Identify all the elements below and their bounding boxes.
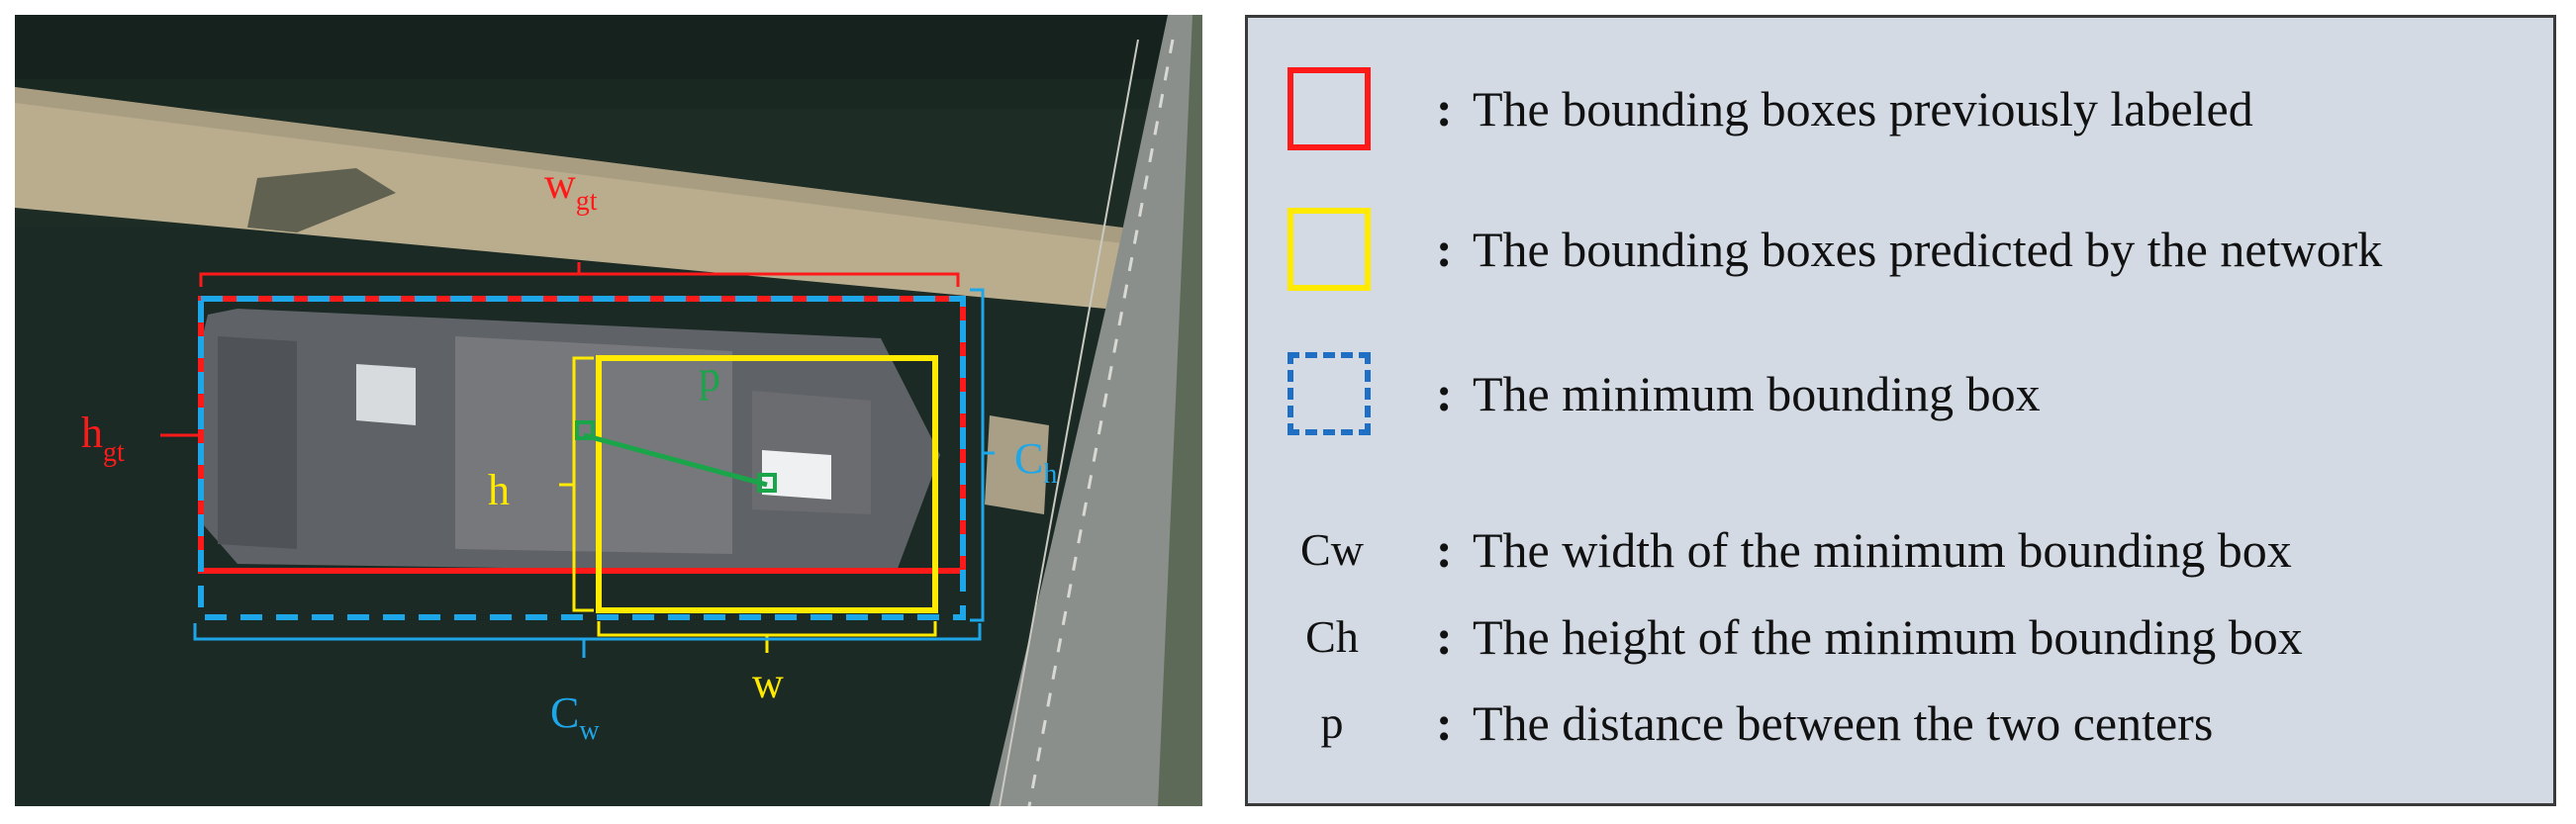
legend-row-ground-truth: : The bounding boxes previously labeled bbox=[1248, 61, 2553, 156]
legend-description: The distance between the two centers bbox=[1473, 695, 2214, 751]
separator: : bbox=[1436, 609, 1453, 665]
predicted-box bbox=[596, 355, 938, 613]
shore-road bbox=[990, 15, 1202, 806]
legend-row-cw: Cw : The width of the minimum bounding b… bbox=[1248, 512, 2553, 607]
minimum-bounding-box bbox=[198, 296, 966, 620]
cw-bracket bbox=[193, 623, 982, 658]
ch-label: Ch bbox=[1014, 434, 1057, 490]
yellow-box-swatch bbox=[1288, 208, 1371, 291]
cw-label: Cw bbox=[550, 688, 600, 746]
legend-description: The bounding boxes previously labeled bbox=[1473, 81, 2253, 137]
legend-row-predicted: : The bounding boxes predicted by the ne… bbox=[1248, 202, 2553, 297]
separator: : bbox=[1436, 366, 1453, 421]
w-gt-label: wgt bbox=[544, 159, 598, 217]
pred-center-marker bbox=[757, 473, 777, 493]
h-label: h bbox=[488, 466, 510, 514]
red-box-swatch bbox=[1288, 67, 1371, 150]
h-gt-label: hgt bbox=[81, 409, 125, 468]
w-label: w bbox=[752, 659, 784, 707]
legend-panel: : The bounding boxes previously labeled … bbox=[1245, 15, 2556, 806]
p-label: p bbox=[699, 352, 720, 401]
dashed-blue-box-swatch bbox=[1288, 352, 1371, 435]
ch-bracket bbox=[970, 288, 995, 622]
separator: : bbox=[1436, 81, 1453, 137]
legend-symbol: p bbox=[1320, 697, 1344, 748]
satellite-image-diagram: wgt hgt p h w Ch Cw bbox=[15, 15, 1202, 807]
legend-row-minimum-box: : The minimum bounding box bbox=[1248, 346, 2553, 441]
pier bbox=[15, 87, 1138, 312]
legend-description: The minimum bounding box bbox=[1473, 366, 2041, 421]
separator: : bbox=[1436, 522, 1453, 578]
h-bracket bbox=[559, 356, 594, 612]
w-gt-bracket bbox=[199, 262, 960, 287]
separator: : bbox=[1436, 222, 1453, 277]
legend-row-ch: Ch : The height of the minimum bounding … bbox=[1248, 599, 2553, 694]
legend-symbol: Ch bbox=[1305, 611, 1359, 662]
legend-row-p: p : The distance between the two centers bbox=[1248, 686, 2553, 780]
satellite-image bbox=[15, 15, 1202, 807]
separator: : bbox=[1436, 695, 1453, 751]
legend-description: The width of the minimum bounding box bbox=[1473, 522, 2292, 578]
center-distance-line bbox=[583, 432, 768, 488]
gt-center-marker bbox=[575, 420, 595, 440]
legend-description: The height of the minimum bounding box bbox=[1473, 609, 2303, 665]
legend-symbol: Cw bbox=[1300, 524, 1364, 575]
legend-description: The bounding boxes predicted by the netw… bbox=[1473, 222, 2383, 277]
